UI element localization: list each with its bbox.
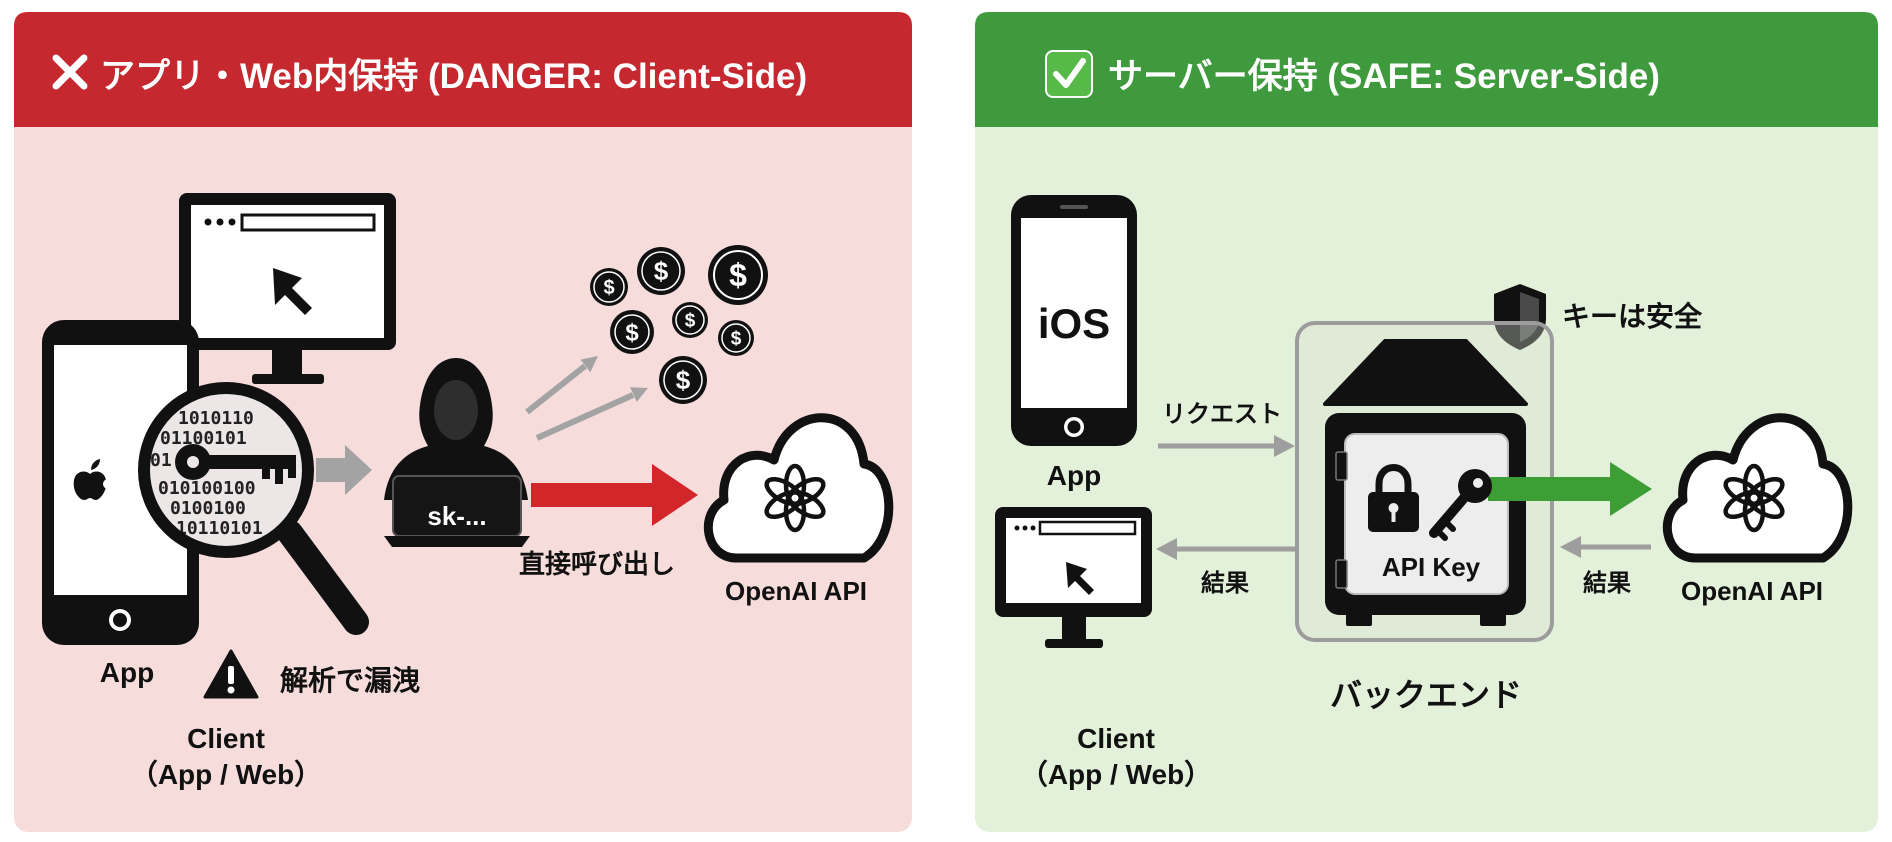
coin-icon: $ xyxy=(610,310,654,354)
mouse-cursor-icon xyxy=(1066,562,1094,595)
direct-call-label: 直接呼び出し xyxy=(519,549,675,579)
client-detail-label: （App / Web） xyxy=(130,758,322,790)
arrow-icon xyxy=(316,445,372,495)
danger-panel: アプリ・Web内保持 (DANGER: Client-Side) xyxy=(14,12,912,832)
key-safe-label: キーは安全 xyxy=(1562,300,1703,332)
binary-digits: 01100101 xyxy=(160,428,247,449)
laptop-icon: sk-... xyxy=(384,475,530,547)
key-icon xyxy=(1429,469,1492,541)
binary-digits: 01 xyxy=(150,450,172,471)
request-label: リクエスト xyxy=(1162,401,1282,428)
coin-icon: $ xyxy=(718,320,754,356)
binary-digits: 1010110 xyxy=(178,408,254,429)
arrow-icon xyxy=(1158,435,1295,457)
leak-warning-label: 解析で漏洩 xyxy=(280,665,420,696)
coin-symbol: $ xyxy=(603,277,614,299)
key-icon xyxy=(175,444,296,484)
coin-icon: $ xyxy=(590,268,628,306)
openai-api-label: OpenAI API xyxy=(725,576,867,606)
coin-icon: $ xyxy=(708,245,768,305)
binary-digits: 010100100 xyxy=(158,478,256,499)
desktop-monitor-icon xyxy=(995,507,1152,648)
client-label: Client xyxy=(1077,723,1155,754)
leaked-key-text: sk-... xyxy=(427,501,486,531)
coins-group: $ $ $ $ $ $ $ xyxy=(590,245,768,404)
arrow-icon xyxy=(531,464,698,526)
arrow-icon xyxy=(525,356,648,441)
openai-api-label: OpenAI API xyxy=(1681,576,1823,606)
x-icon xyxy=(52,54,88,90)
client-label: Client xyxy=(187,723,265,754)
coin-icon: $ xyxy=(672,302,708,338)
device-os-label: iOS xyxy=(1038,300,1110,347)
coin-symbol: $ xyxy=(654,256,669,286)
arrow-icon xyxy=(1488,462,1652,516)
coin-symbol: $ xyxy=(676,365,691,395)
coin-icon: $ xyxy=(659,356,707,404)
shield-icon xyxy=(1494,284,1546,350)
hacker-icon xyxy=(384,358,528,500)
app-label: App xyxy=(100,657,154,688)
coin-icon: $ xyxy=(637,247,685,295)
openai-logo-icon xyxy=(764,463,826,533)
coin-symbol: $ xyxy=(625,319,639,346)
arrow-icon xyxy=(1560,536,1651,558)
binary-digits: 10110101 xyxy=(176,518,263,539)
arrow-icon xyxy=(1156,538,1297,560)
mouse-cursor-icon xyxy=(273,268,312,315)
backend-label: バックエンド xyxy=(1330,677,1522,713)
apple-logo-icon xyxy=(73,459,113,500)
coin-symbol: $ xyxy=(685,311,696,332)
openai-logo-icon xyxy=(1723,463,1785,533)
result-to-client-label: 結果 xyxy=(1201,569,1249,597)
danger-panel-title: アプリ・Web内保持 (DANGER: Client-Side) xyxy=(100,57,807,96)
app-label: App xyxy=(1047,460,1101,491)
smartphone-icon: iOS xyxy=(1011,195,1137,446)
magnifying-glass-icon: 1010110 01100101 01 010100100 0100100 10… xyxy=(138,382,369,635)
safe-panel-title: サーバー保持 (SAFE: Server-Side) xyxy=(1108,57,1660,96)
check-icon xyxy=(1045,50,1093,98)
result-from-api-label: 結果 xyxy=(1583,569,1631,597)
padlock-icon xyxy=(1368,464,1419,532)
safe-panel-header xyxy=(975,12,1878,127)
desktop-monitor-icon xyxy=(179,193,396,384)
client-detail-label: （App / Web） xyxy=(1020,758,1212,790)
coin-symbol: $ xyxy=(731,329,742,350)
cloud-icon xyxy=(1662,413,1853,563)
binary-digits: 0100100 xyxy=(170,498,246,519)
coin-symbol: $ xyxy=(729,257,747,293)
warning-icon xyxy=(203,649,259,699)
danger-panel-header xyxy=(14,12,912,127)
cloud-icon xyxy=(703,413,894,563)
safe-panel: サーバー保持 (SAFE: Server-Side) iOS App リクエスト xyxy=(975,12,1878,832)
api-key-label: API Key xyxy=(1382,552,1481,582)
